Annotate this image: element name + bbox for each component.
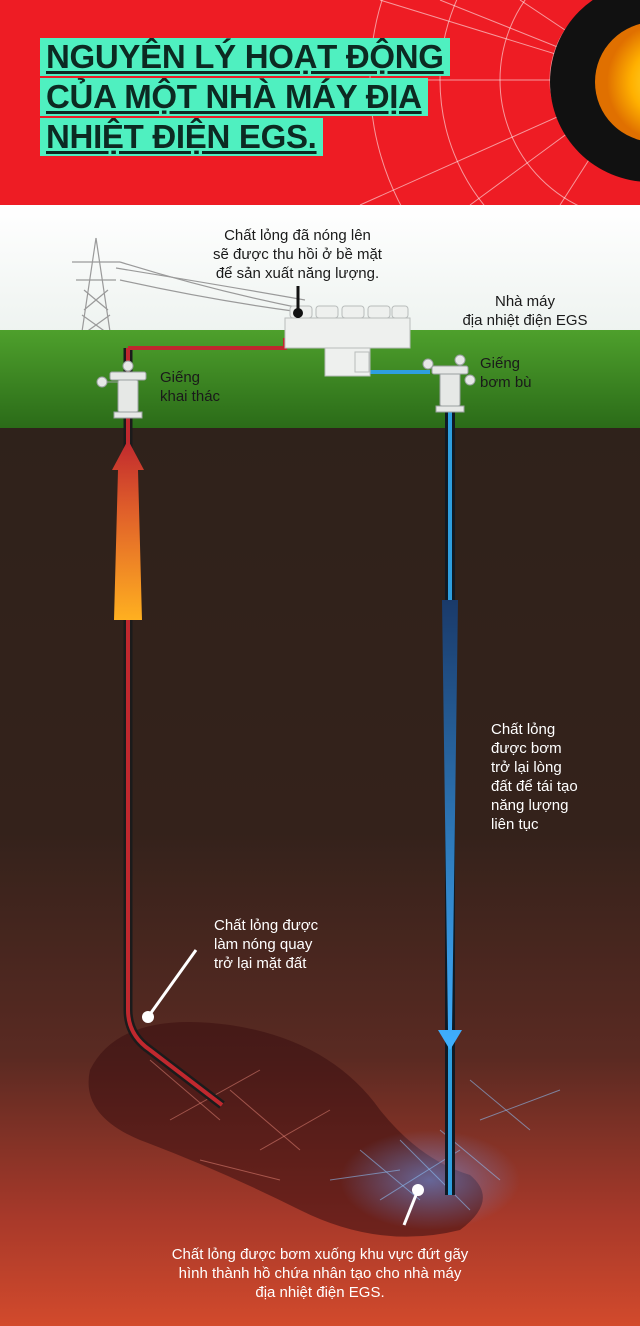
sun-icon bbox=[550, 0, 640, 182]
label-reservoir: Chất lỏng được bơm xuống khu vực đứt gãy… bbox=[130, 1245, 510, 1302]
label-line: trở lại mặt đất bbox=[214, 955, 307, 972]
label-line: địa nhiệt điện EGS bbox=[462, 312, 588, 329]
title-line: NHIỆT ĐIỆN EGS. bbox=[40, 118, 323, 156]
label-production-well: Giếng khai thác bbox=[160, 368, 220, 406]
label-injected-fluid: Chất lỏng được bơm trở lại lòng đất để tái … bbox=[491, 720, 578, 834]
injection-wellhead-icon bbox=[422, 354, 476, 413]
title-line: NGUYÊN LÝ HOẠT ĐỘNG bbox=[40, 38, 450, 76]
label-line: địa nhiệt điện EGS. bbox=[255, 1284, 385, 1301]
label-surface-fluid: Chất lỏng đã nóng lên sẽ được thu hồi ở b… bbox=[190, 226, 405, 283]
downflow-arrow-icon bbox=[438, 600, 462, 1050]
label-heated-fluid: Chất lỏng được làm nóng quay trở lại mặt đ… bbox=[214, 916, 318, 973]
label-line: Chất lỏng được bbox=[214, 917, 319, 934]
label-line: Chất lỏng bbox=[491, 721, 556, 738]
title-line: CỦA MỘT NHÀ MÁY ĐỊA bbox=[40, 78, 428, 116]
label-power-plant: Nhà máy địa nhiệt điện EGS bbox=[440, 292, 610, 330]
label-line: năng lượng bbox=[491, 797, 569, 814]
label-line: Chất lỏng đã nóng lên bbox=[224, 227, 371, 244]
label-line: Giếng bbox=[480, 355, 521, 372]
label-injection-well: Giếng bơm bù bbox=[480, 354, 532, 392]
reservoir-pointer bbox=[402, 1189, 420, 1226]
label-line: bơm bù bbox=[480, 374, 532, 391]
production-wellhead-icon bbox=[96, 360, 147, 419]
label-line: Nhà máy bbox=[494, 293, 556, 310]
label-line: hình thành hồ chứa nhân tạo cho nhà máy bbox=[178, 1265, 462, 1282]
label-line: để sản xuất năng lượng. bbox=[215, 265, 380, 282]
label-line: được bơm bbox=[491, 740, 562, 757]
label-line: đất để tái tạo bbox=[491, 778, 578, 795]
label-line: trở lại lòng bbox=[491, 759, 562, 776]
label-line: liên tục bbox=[491, 816, 539, 833]
upflow-arrow-icon bbox=[112, 440, 144, 620]
label-line: Giếng bbox=[160, 369, 201, 386]
heated-fluid-pointer bbox=[146, 949, 198, 1018]
power-plant-icon bbox=[284, 305, 411, 377]
label-line: khai thác bbox=[160, 388, 221, 405]
label-line: làm nóng quay bbox=[214, 936, 313, 953]
label-line: Chất lỏng được bơm xuống khu vực đứt gãy bbox=[171, 1246, 469, 1263]
label-line: sẽ được thu hồi ở bề mặt bbox=[213, 246, 382, 263]
